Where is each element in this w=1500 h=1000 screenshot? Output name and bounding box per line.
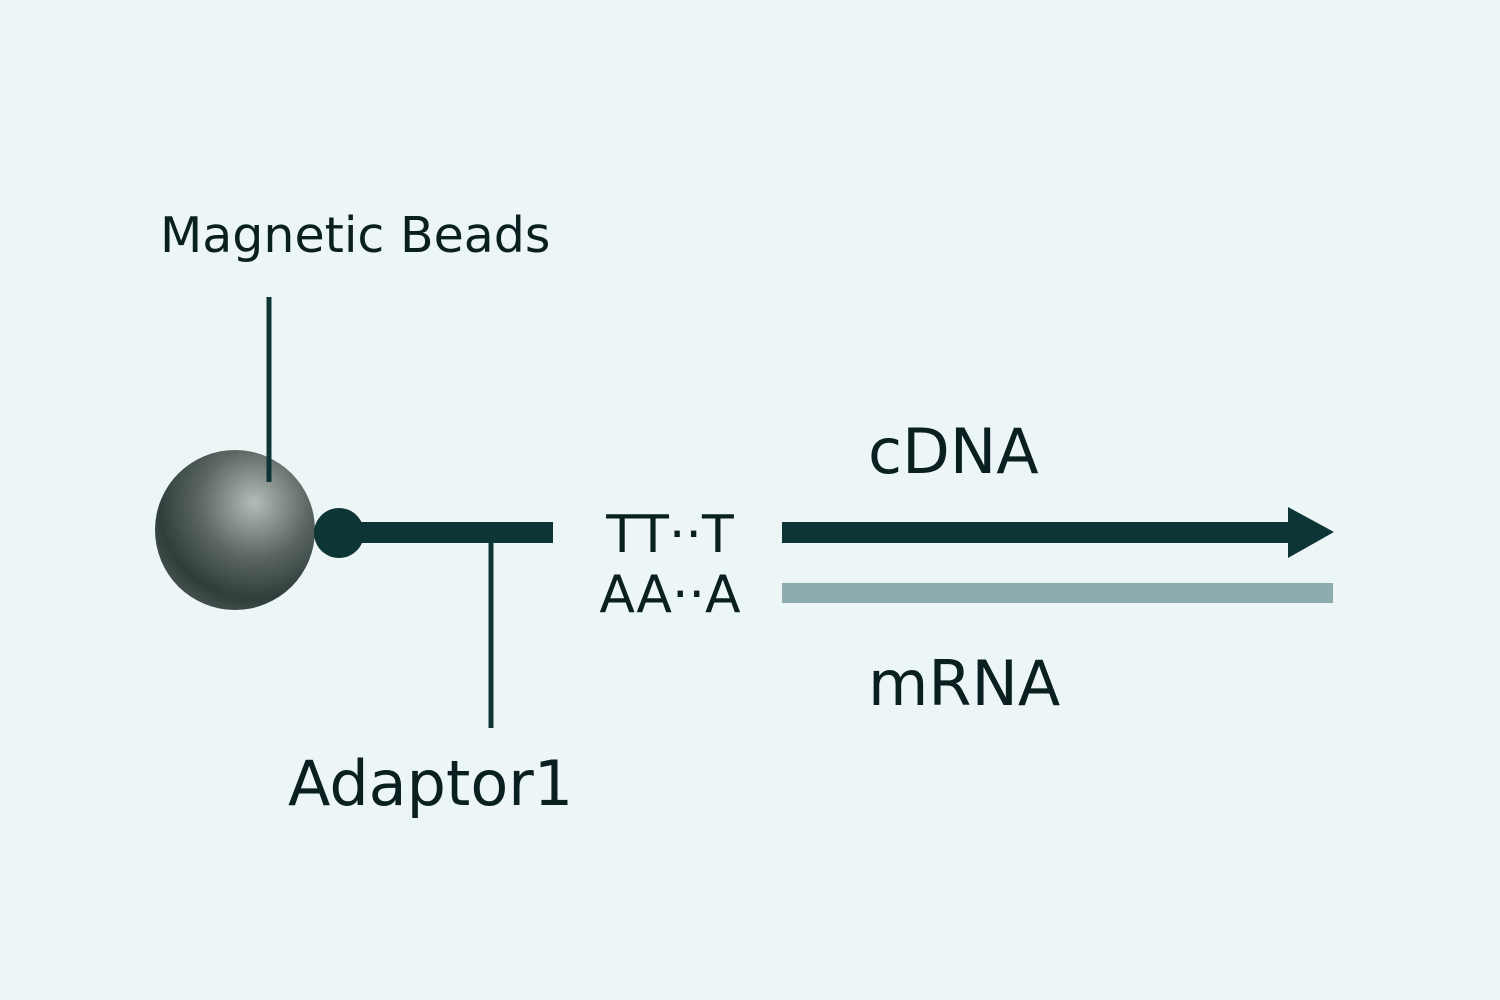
- cdna-label: cDNA: [868, 415, 1039, 488]
- cdna-strand: [782, 522, 1292, 543]
- adaptor-bar: [345, 522, 553, 543]
- adaptor-label: Adaptor1: [288, 747, 573, 820]
- poly-a-sequence: AA··A: [599, 565, 741, 625]
- mrna-label: mRNA: [868, 647, 1060, 720]
- magnetic-beads-label: Magnetic Beads: [160, 207, 550, 264]
- magnetic-bead: [155, 450, 315, 610]
- poly-t-sequence: TT··T: [605, 505, 734, 565]
- linker-dot: [314, 508, 364, 558]
- mrna-strand: [782, 583, 1333, 603]
- cdna-arrowhead: [1288, 507, 1334, 558]
